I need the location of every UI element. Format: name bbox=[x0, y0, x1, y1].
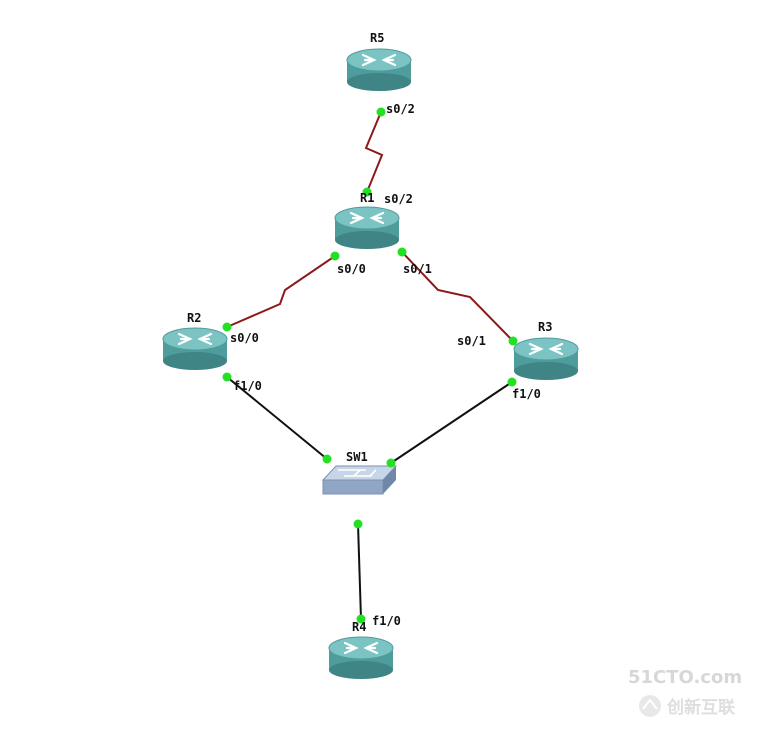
device-label-r4: R4 bbox=[352, 620, 366, 634]
watermark: 51CTO.com 创新互联 bbox=[628, 667, 742, 718]
interface-label: s0/2 bbox=[384, 192, 413, 206]
router-r5[interactable] bbox=[345, 47, 413, 93]
port-dot bbox=[353, 519, 363, 529]
ethernet-link-sw1-r4[interactable] bbox=[357, 523, 362, 620]
port-dot bbox=[356, 614, 366, 624]
interface-label: s0/2 bbox=[386, 102, 415, 116]
watermark-site: 51CTO.com bbox=[628, 667, 742, 688]
device-label-r2: R2 bbox=[187, 311, 201, 325]
interface-label: f1/0 bbox=[372, 614, 401, 628]
port-dot bbox=[222, 372, 232, 382]
port-dots bbox=[222, 107, 518, 624]
interface-label: s0/0 bbox=[230, 331, 259, 345]
port-dot bbox=[376, 107, 386, 117]
serial-link-r5-r1[interactable] bbox=[364, 111, 384, 193]
device-label-sw1: SW1 bbox=[346, 450, 368, 464]
port-dot bbox=[397, 247, 407, 257]
device-label-r5: R5 bbox=[370, 31, 384, 45]
port-dot bbox=[330, 251, 340, 261]
serial-link-r1-r3[interactable] bbox=[401, 251, 514, 342]
device-label-r1: R1 bbox=[360, 191, 374, 205]
switch-sw1[interactable] bbox=[322, 465, 397, 495]
watermark-brand: 创新互联 bbox=[666, 697, 735, 718]
router-r1[interactable] bbox=[333, 205, 401, 251]
device-label-r3: R3 bbox=[538, 320, 552, 334]
interface-label: f1/0 bbox=[233, 379, 262, 393]
router-r2[interactable] bbox=[161, 326, 229, 372]
port-dot bbox=[508, 336, 518, 346]
router-r3[interactable] bbox=[512, 336, 580, 382]
interface-label: s0/1 bbox=[403, 262, 432, 276]
port-dot bbox=[362, 187, 372, 197]
watermark-logo-icon bbox=[639, 695, 661, 717]
port-dot bbox=[386, 458, 396, 468]
interface-label: f1/0 bbox=[512, 387, 541, 401]
interface-label: s0/1 bbox=[457, 334, 486, 348]
links bbox=[226, 111, 514, 620]
serial-link-r1-r2[interactable] bbox=[226, 255, 336, 328]
port-dot bbox=[507, 377, 517, 387]
port-dot bbox=[322, 454, 332, 464]
ethernet-link-r2-sw1[interactable] bbox=[226, 376, 328, 460]
ethernet-link-r3-sw1[interactable] bbox=[390, 381, 513, 464]
interface-label: s0/0 bbox=[337, 262, 366, 276]
port-dot bbox=[222, 322, 232, 332]
router-r4[interactable] bbox=[327, 635, 395, 681]
